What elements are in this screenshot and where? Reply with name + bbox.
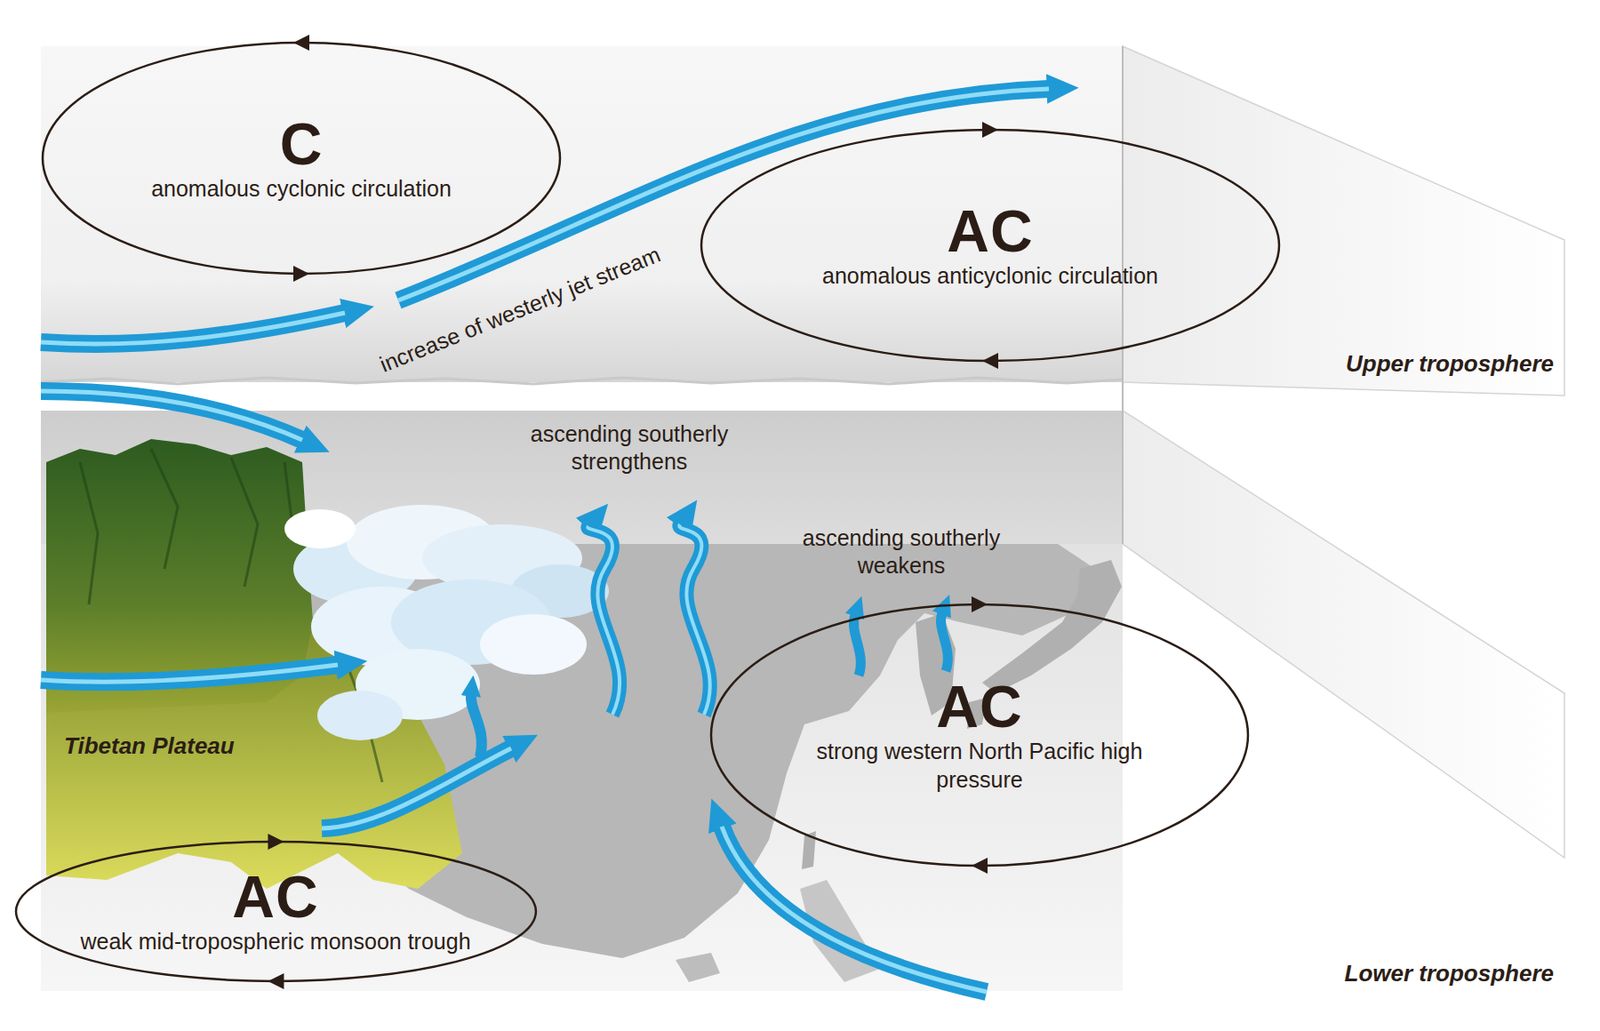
- weak-ascending-arrow: [940, 613, 948, 672]
- westerly-arrow: [40, 664, 338, 682]
- circulation-label: anomalous cyclonic circulation: [151, 175, 452, 203]
- cloud: [317, 690, 403, 741]
- cloud: [284, 509, 356, 549]
- plane-corner: [1121, 46, 1124, 544]
- plane-wing: [1122, 46, 1565, 396]
- circulation-arrowhead: [293, 265, 310, 282]
- circulation-line: [42, 42, 560, 274]
- flow-arrows: [40, 88, 1049, 992]
- arrow-highlight: [40, 312, 345, 344]
- arrow-highlight: [40, 391, 303, 440]
- ascending-arrow: [587, 526, 620, 715]
- circulation-ellipse: Canomalous cyclonic circulation: [40, 40, 562, 276]
- ridge-line: [151, 448, 178, 569]
- arrow-highlight: [40, 664, 338, 682]
- circulation-arrowhead: [982, 121, 999, 138]
- upper-plane: [40, 46, 1123, 383]
- cloud: [480, 614, 587, 675]
- circulation-arrowhead: [971, 596, 988, 613]
- ascending-arrow: [679, 524, 710, 715]
- circulation-arrowhead: [267, 833, 284, 850]
- ridge-line: [231, 457, 258, 587]
- arrow-highlight: [679, 524, 710, 715]
- circulation-label: weak mid-tropospheric monsoon trough: [80, 928, 471, 956]
- circulation-ellipse: ACstrong western North Pacific high pres…: [709, 602, 1250, 868]
- circulation-label: anomalous anticyclonic circulation: [822, 262, 1159, 290]
- ridge-line: [80, 462, 98, 605]
- jet-arrow: [40, 312, 345, 344]
- circulation-symbol: C: [280, 113, 324, 176]
- plane-wing: [1122, 410, 1565, 858]
- circulation-arrowhead: [982, 352, 999, 369]
- ascending-arrow: [471, 695, 482, 758]
- circulation-symbol: AC: [936, 676, 1023, 738]
- hainan-island: [675, 952, 720, 983]
- circulation-arrowhead: [971, 857, 988, 874]
- circulation-line: [701, 129, 1280, 361]
- plane-edge: [40, 377, 1123, 384]
- weak-ascending-arrow: [853, 615, 861, 676]
- arrow-highlight: [587, 526, 620, 715]
- arrow-highlight: [321, 748, 512, 829]
- circulation-line: [711, 604, 1248, 866]
- southwesterly-arrow: [321, 748, 512, 829]
- westerly-arrow: [40, 391, 303, 440]
- region-label: Tibetan Plateau: [64, 732, 235, 761]
- circulation-arrowhead: [293, 34, 310, 51]
- circulation-line: [16, 841, 536, 982]
- cloud-cluster: [284, 504, 609, 741]
- circulation-label: strong western North Pacific high pressu…: [806, 737, 1153, 794]
- flow-label: ascending southerly weakens: [768, 524, 1035, 579]
- japan-islands: [982, 560, 1122, 694]
- circulation-symbol: AC: [946, 200, 1033, 263]
- circulation-symbol: AC: [232, 866, 319, 928]
- flow-label: ascending southerly strengthens: [504, 420, 754, 475]
- circulation-ellipse: ACanomalous anticyclonic circulation: [699, 128, 1281, 363]
- circulation-ellipse: ACweak mid-tropospheric monsoon trough: [14, 840, 538, 984]
- layer-label: Lower troposphere: [1344, 960, 1554, 989]
- circulation-arrowhead: [267, 972, 284, 989]
- layer-label: Upper troposphere: [1345, 350, 1554, 379]
